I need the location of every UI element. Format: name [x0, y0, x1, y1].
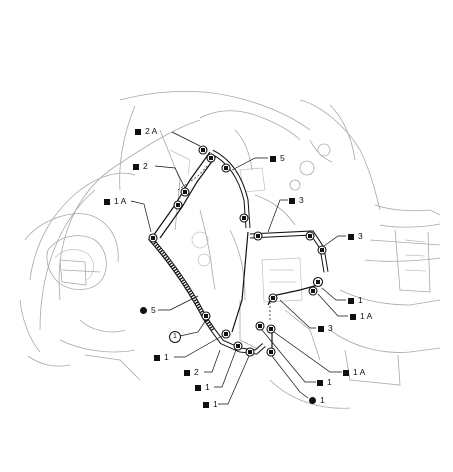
label-5-top: 5 [270, 153, 285, 163]
label-3-right: 3 [348, 231, 363, 241]
filled-square-icon [203, 401, 209, 408]
label-1a-left: 1 A [104, 196, 126, 206]
harness-upper-diagonal-outer [159, 155, 217, 239]
filled-square-icon [104, 198, 110, 205]
filled-square-icon [350, 313, 356, 320]
filled-square-icon [318, 325, 324, 332]
filled-square-icon [135, 128, 141, 135]
label-2-upper: 2 [133, 161, 148, 171]
filled-square-icon [154, 354, 160, 361]
label-1-b: 1 [195, 382, 210, 392]
label-1-c: 1 [203, 399, 218, 409]
filled-square-icon [195, 384, 201, 391]
harness-horizontal-right [249, 230, 329, 273]
vehicle-body-outline [19, 90, 441, 409]
filled-dot-icon [140, 307, 147, 315]
label-1a-right: 1 A [350, 311, 372, 321]
label-1-a: 1 [154, 352, 169, 362]
harness-top-arc [210, 149, 251, 229]
label-1a-low: 1 A [343, 367, 365, 377]
leader-lines [130, 131, 348, 405]
filled-square-icon [133, 163, 139, 170]
label-1-d: 1 [317, 377, 332, 387]
label-dot-1: 1 [309, 395, 325, 405]
filled-square-icon [348, 297, 354, 304]
label-2a-top: 2 A [135, 126, 157, 136]
label-2-low: 2 [184, 367, 199, 377]
label-3-low: 3 [318, 323, 333, 333]
harness-dashed-branch [177, 164, 209, 191]
filled-square-icon [184, 369, 190, 376]
filled-square-icon [348, 233, 354, 240]
harness-to-bottom [231, 231, 249, 333]
filled-square-icon [317, 379, 323, 386]
label-3-top: 3 [289, 195, 304, 205]
label-5-left: 5 [140, 305, 156, 315]
harness-clips [148, 145, 327, 357]
circled-number-icon: 1 [169, 331, 181, 343]
filled-square-icon [289, 197, 295, 204]
filled-square-icon [270, 155, 276, 162]
filled-dot-icon [309, 397, 316, 405]
label-1-right: 1 [348, 295, 363, 305]
filled-square-icon [343, 369, 349, 376]
